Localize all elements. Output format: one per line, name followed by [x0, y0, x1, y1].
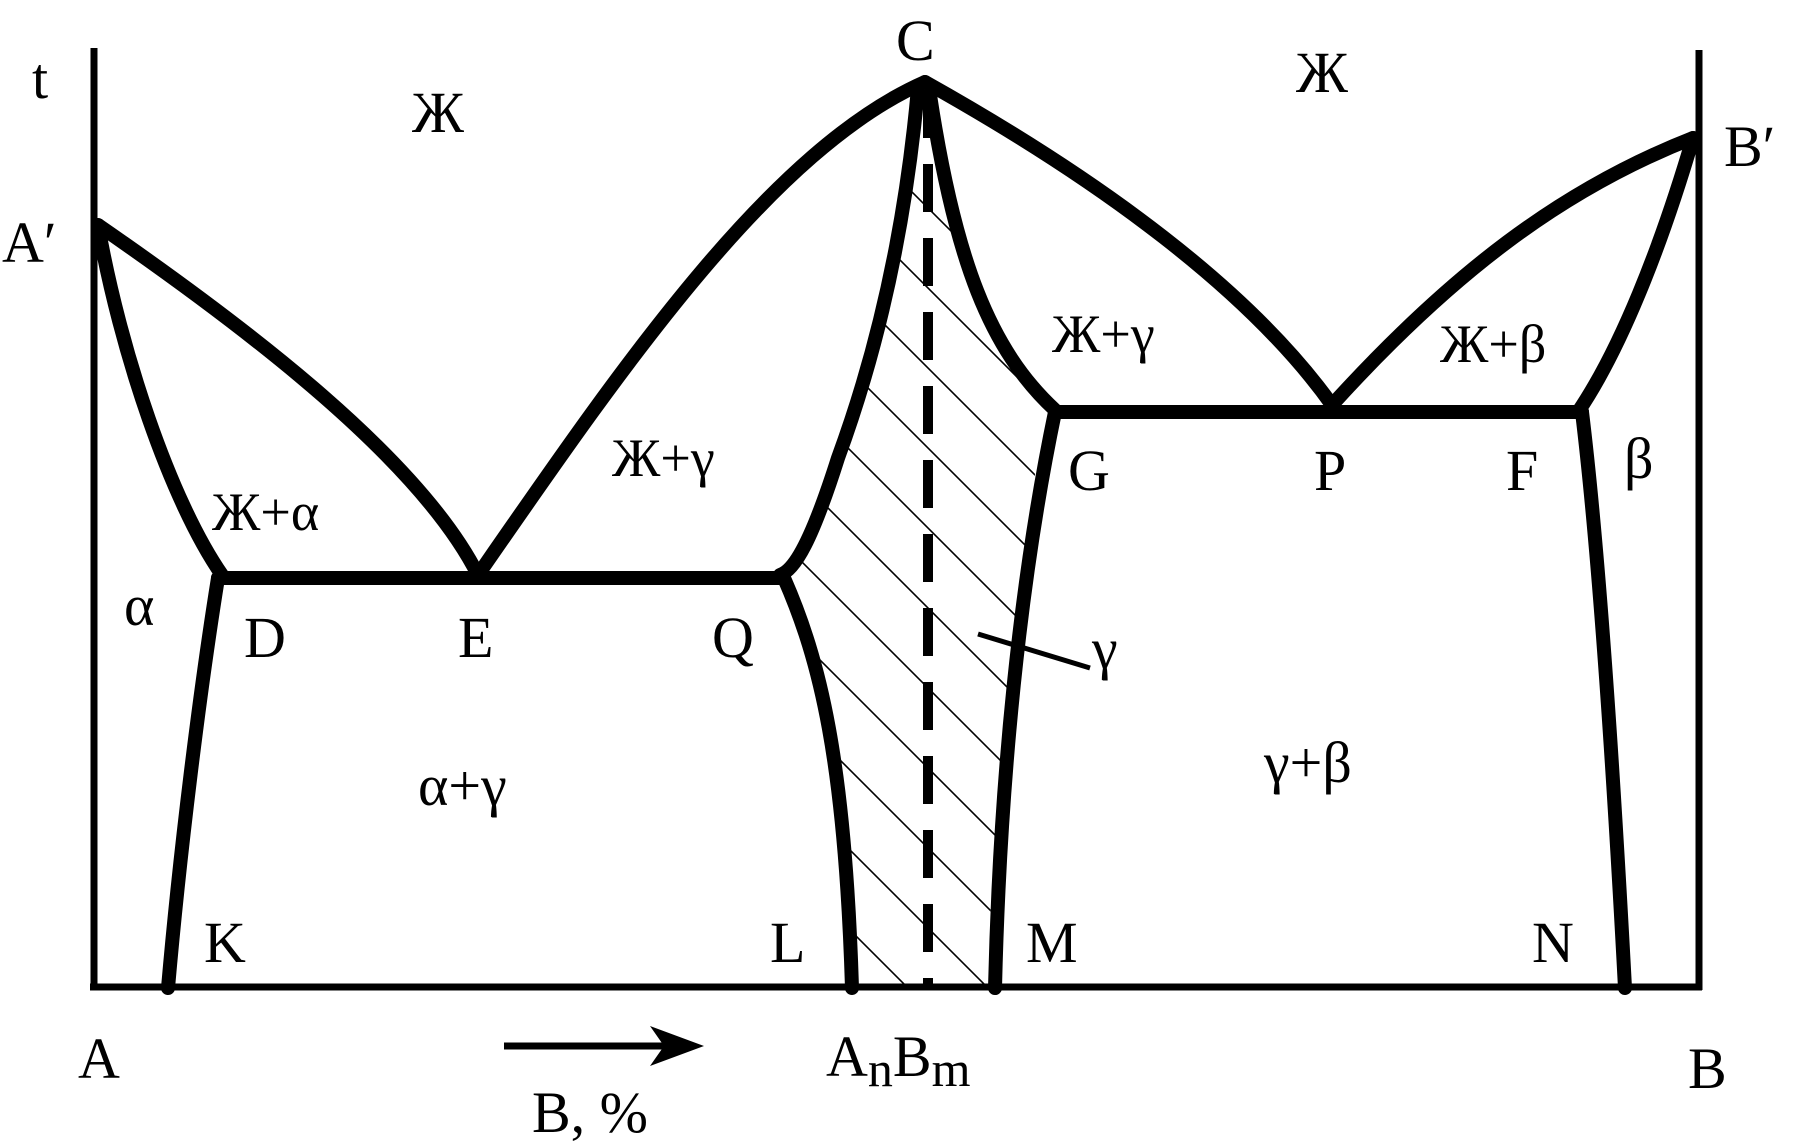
liquidus-p-b: [1325, 131, 1700, 412]
phase-gamma: γ: [1091, 616, 1118, 681]
point-l: L: [770, 910, 805, 975]
solvus-f-n: [1575, 405, 1632, 995]
solvus-d-k: [161, 571, 225, 995]
point-d: D: [244, 605, 286, 670]
phase-liquid-gamma-left: Ж+γ: [612, 428, 715, 488]
solidus-c-g: [923, 88, 1062, 417]
composition-arrow-head: [650, 1026, 704, 1066]
compound-label: AnBm: [826, 1024, 971, 1097]
gamma-hatch: [785, 88, 1045, 985]
liquidus-a-e: [91, 218, 485, 582]
gamma-leader-line: [977, 631, 1091, 671]
point-m: M: [1026, 910, 1078, 975]
phase-liquid-alpha: Ж+α: [212, 482, 319, 542]
point-f: F: [1506, 438, 1538, 503]
solidus-a-d: [91, 218, 229, 582]
point-e: E: [458, 605, 493, 670]
phase-liquid-left: Ж: [412, 80, 464, 145]
point-b-prime: B′: [1724, 114, 1775, 179]
point-a-prime: A′: [2, 210, 57, 275]
point-p: P: [1314, 438, 1346, 503]
point-q: Q: [712, 605, 754, 670]
point-g: G: [1068, 438, 1110, 503]
solvus-q-l: [777, 571, 859, 995]
point-n: N: [1532, 910, 1574, 975]
phase-liquid-gamma-right: Ж+γ: [1052, 304, 1155, 364]
solvus-g-m: [988, 405, 1062, 995]
x-axis-label: B, %: [532, 1080, 648, 1145]
y-axis-label: t: [32, 46, 48, 111]
phase-liquid-beta: Ж+β: [1440, 314, 1546, 374]
right-component-label: B: [1688, 1036, 1727, 1101]
phase-alpha: α: [124, 573, 154, 638]
solidus-c-q: [773, 81, 925, 582]
phase-liquid-right: Ж: [1296, 40, 1348, 105]
point-c: C: [896, 8, 935, 73]
point-k: K: [204, 910, 246, 975]
liquidus-e-c: [471, 75, 932, 582]
solidus-b-f: [1571, 131, 1700, 419]
phase-gamma-beta: γ+β: [1263, 730, 1352, 795]
liquidus-c-p: [918, 75, 1339, 412]
left-component-label: A: [78, 1026, 120, 1091]
phase-beta: β: [1624, 426, 1654, 491]
phase-alpha-gamma: α+γ: [418, 753, 507, 818]
